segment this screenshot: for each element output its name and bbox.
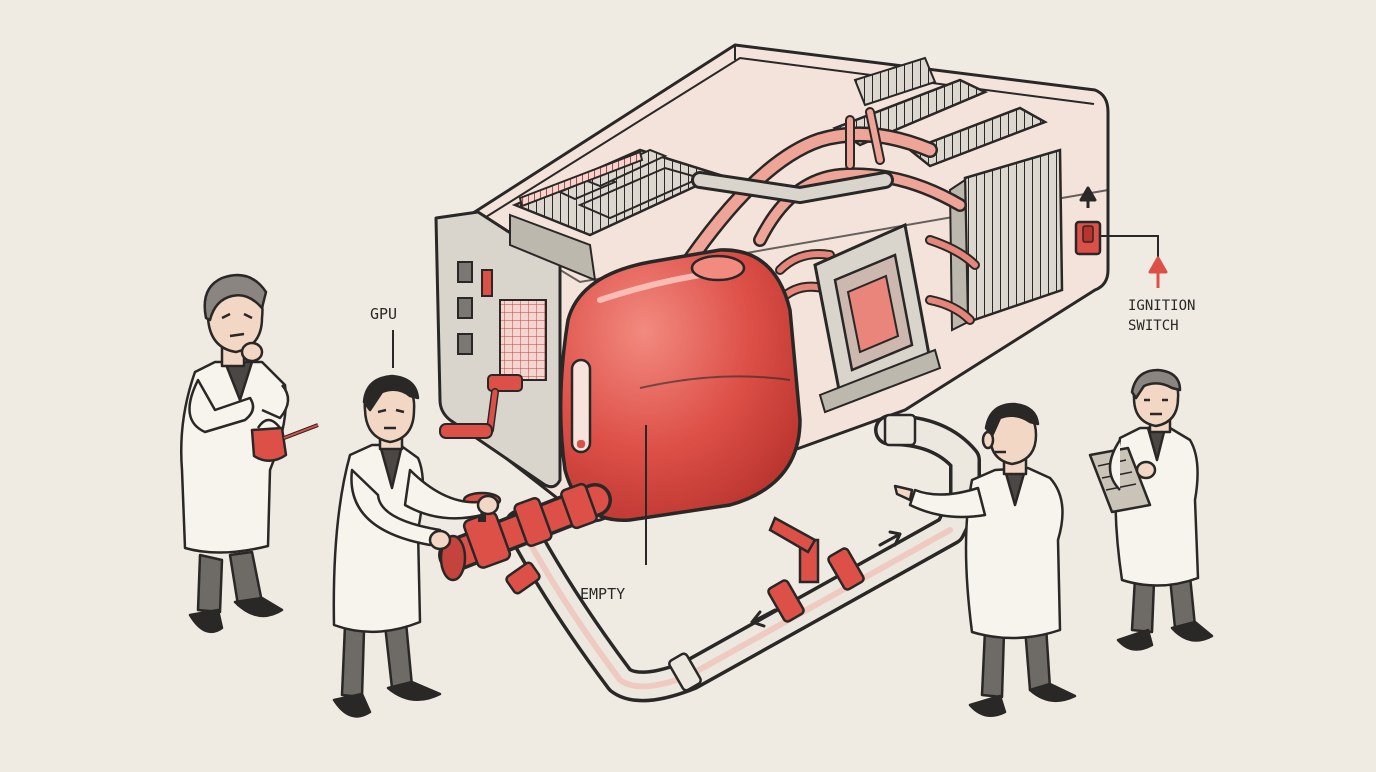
gpu-chip [813, 222, 942, 414]
internal-heat-pipes [682, 107, 980, 325]
scientist-clipboard [1088, 368, 1214, 651]
io-port-1 [457, 261, 473, 283]
io-port-2 [457, 297, 473, 319]
fuel-pipeline [504, 413, 981, 703]
io-port-red [481, 269, 493, 297]
scientist-thinking [179, 273, 319, 634]
hand-crank [439, 374, 523, 439]
ignition-switch [1074, 186, 1102, 256]
heatsink-fins [509, 56, 1064, 332]
label-ignition: IGNITION [1128, 298, 1195, 314]
label-empty: EMPTY [580, 585, 625, 603]
pipe-spigot [768, 516, 820, 584]
switch-up-arrow-icon [1079, 186, 1097, 208]
fuel-tank [558, 248, 802, 522]
switch-red-arrow-icon [1148, 256, 1168, 288]
io-port-3 [457, 333, 473, 355]
filler-cap [690, 254, 746, 282]
scientist-valve-operator [332, 374, 500, 718]
label-switch: SWITCH [1128, 318, 1179, 334]
rear-vent-grid [499, 299, 547, 381]
scientist-pointing [893, 402, 1077, 717]
fuel-level-gauge [570, 358, 592, 454]
label-gpu: GPU [370, 305, 397, 323]
fuel-valve [438, 482, 612, 582]
